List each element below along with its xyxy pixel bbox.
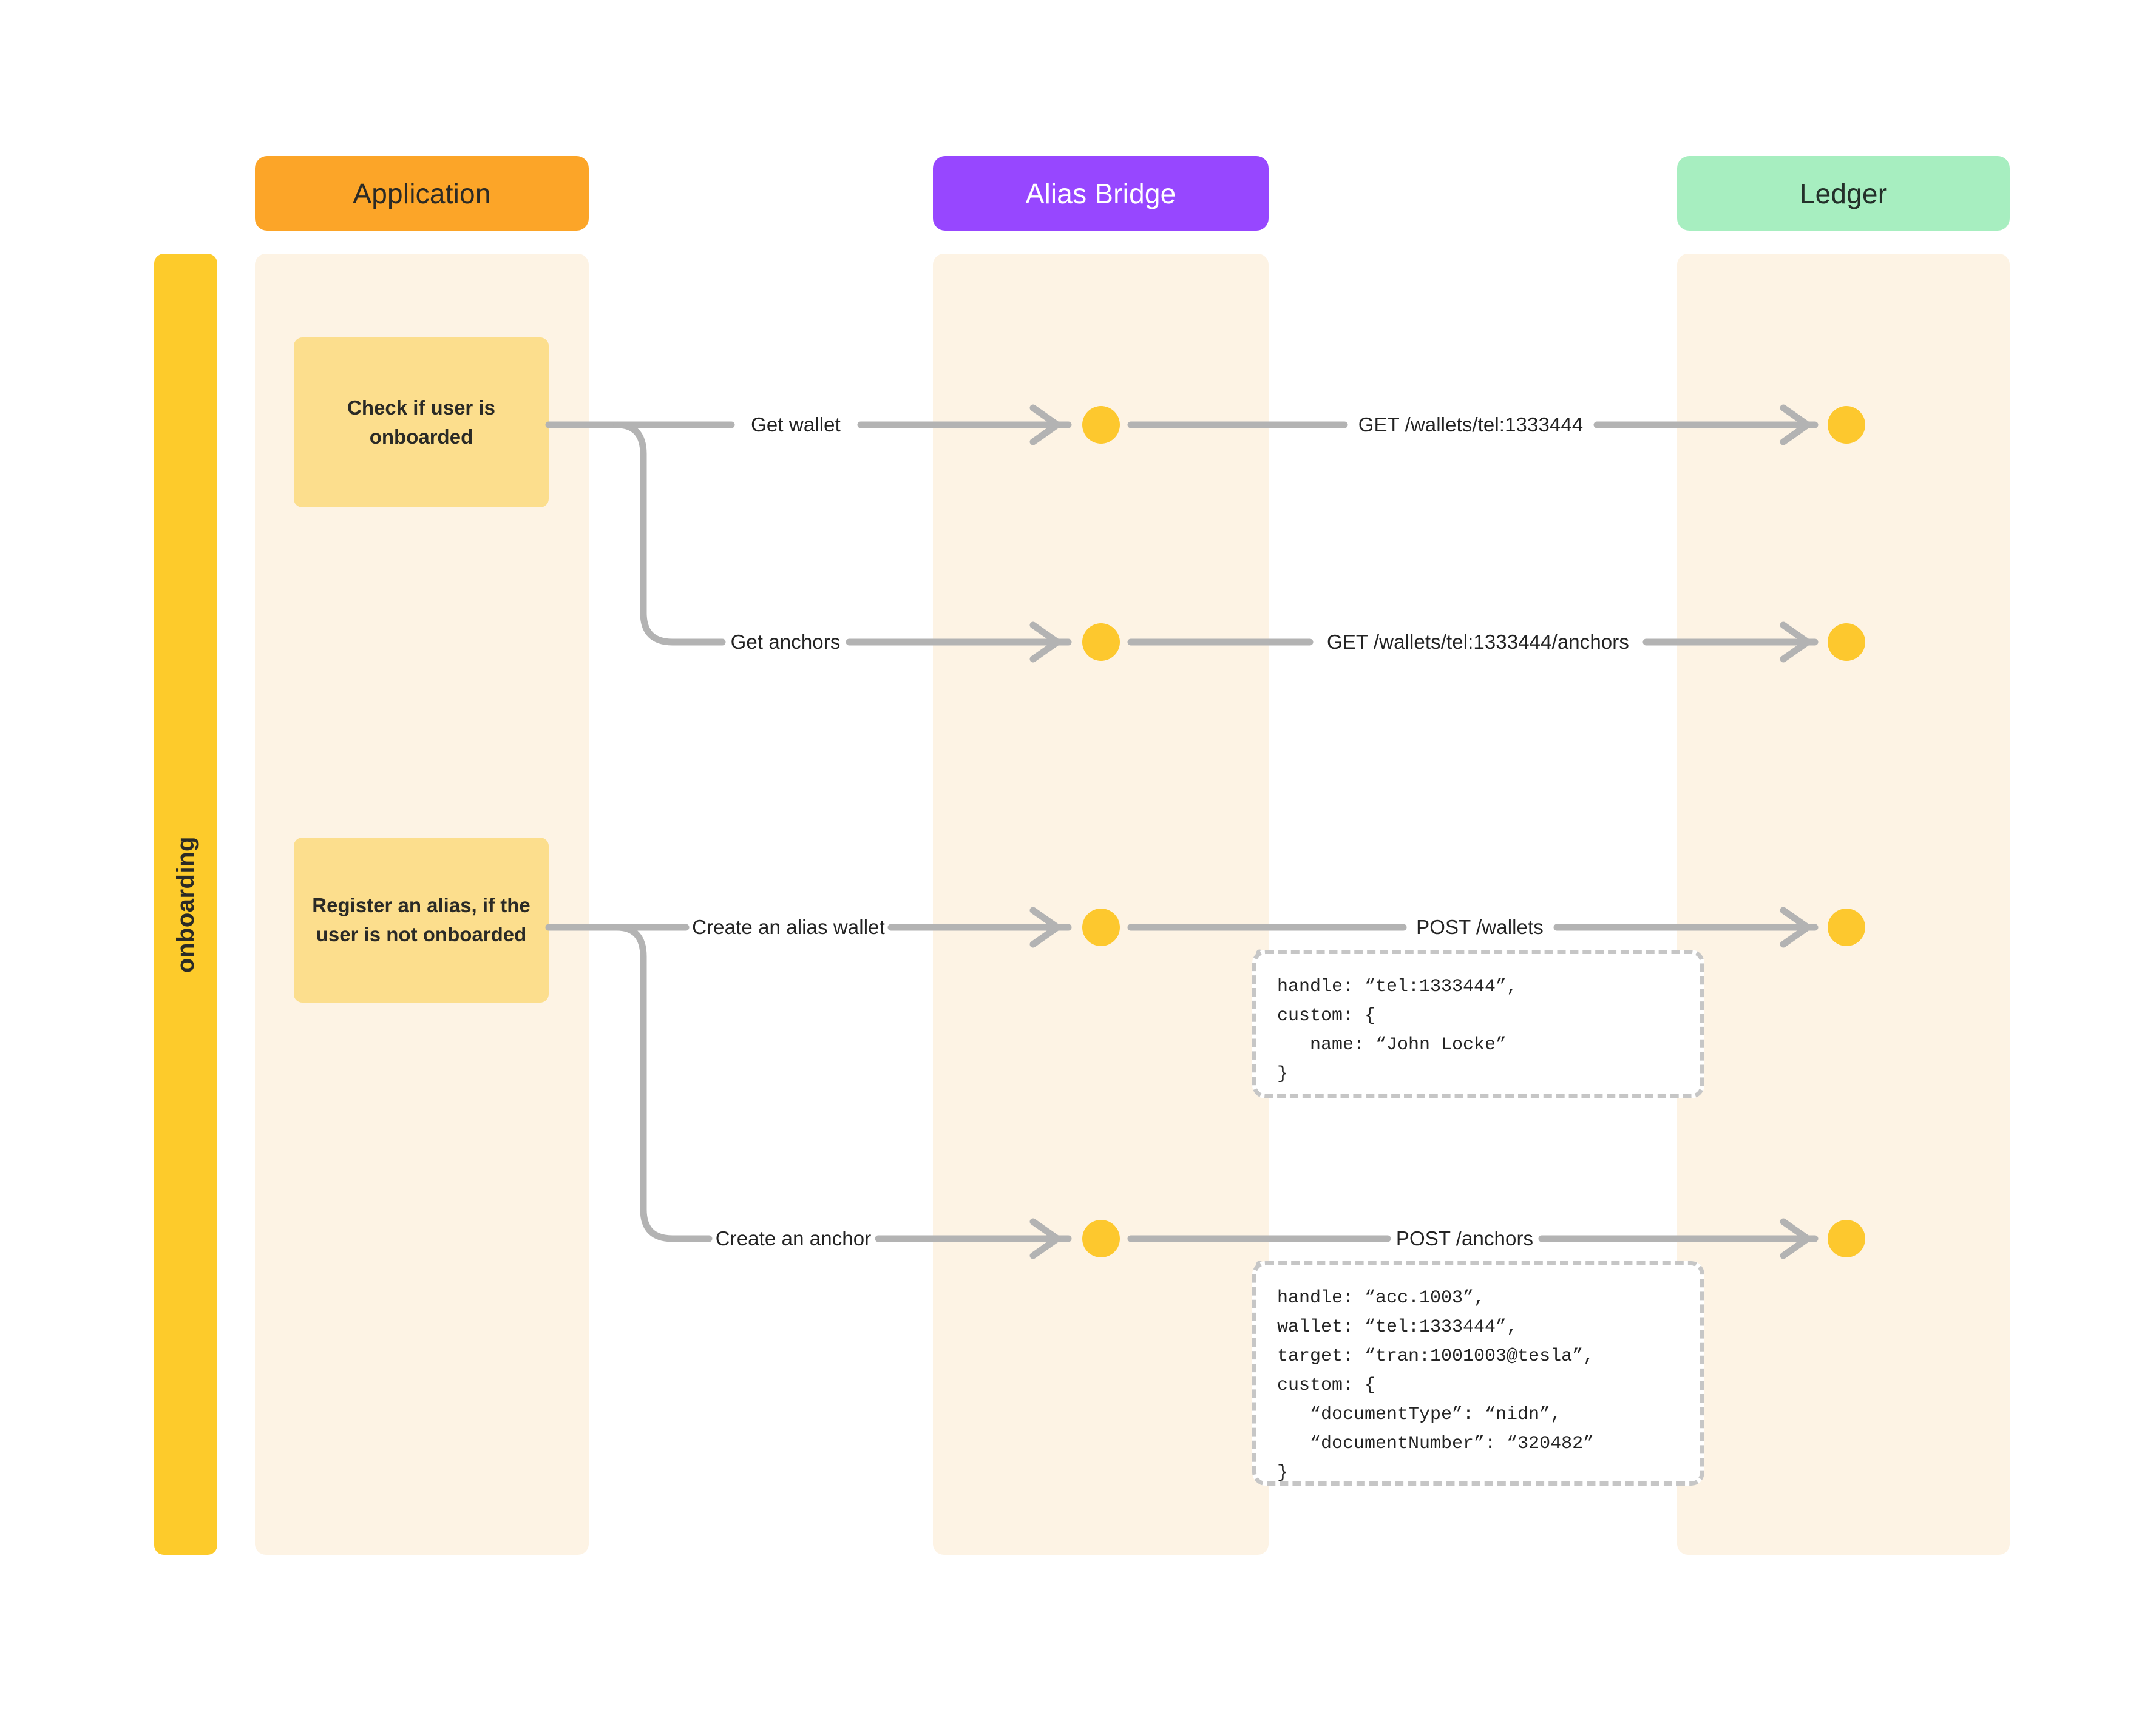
message-label-get-wallet-api[interactable]: GET /wallets/tel:1333444 bbox=[1358, 413, 1584, 436]
group-bar-onboarding[interactable]: onboarding bbox=[154, 254, 217, 1555]
activation-dot-bridge-4 bbox=[1082, 1220, 1120, 1257]
activation-dot-ledger-1 bbox=[1828, 406, 1865, 444]
group-bar-label: onboarding bbox=[172, 836, 199, 973]
message-label-create-anchor-api[interactable]: POST /anchors bbox=[1395, 1227, 1534, 1250]
participant-application[interactable]: Application bbox=[255, 156, 589, 231]
participant-alias-bridge[interactable]: Alias Bridge bbox=[933, 156, 1269, 231]
note-register-alias[interactable]: Register an alias, if the user is not on… bbox=[294, 838, 549, 1003]
lifeline-band-alias-bridge bbox=[933, 254, 1269, 1555]
note-check-if-onboarded[interactable]: Check if user is onboarded bbox=[294, 337, 549, 507]
message-label-get-wallet[interactable]: Get wallet bbox=[751, 413, 841, 436]
message-label-create-alias-wallet[interactable]: Create an alias wallet bbox=[692, 916, 885, 938]
participant-ledger-label: Ledger bbox=[1799, 177, 1888, 209]
message-label-create-alias-wallet-api[interactable]: POST /wallets bbox=[1416, 916, 1544, 938]
activation-dot-ledger-3 bbox=[1828, 909, 1865, 946]
note-register-line-2: user is not onboarded bbox=[316, 923, 527, 946]
activation-dot-bridge-3 bbox=[1082, 909, 1120, 946]
note-register-line-1: Register an alias, if the bbox=[312, 894, 531, 917]
participant-alias-bridge-label: Alias Bridge bbox=[1025, 177, 1176, 209]
payload-code-create-anchor: handle: “acc.1003”, wallet: “tel:1333444… bbox=[1277, 1288, 1595, 1483]
participant-application-label: Application bbox=[353, 177, 491, 209]
activation-dot-bridge-1 bbox=[1082, 406, 1120, 444]
participant-ledger[interactable]: Ledger bbox=[1677, 156, 2010, 231]
message-label-create-anchor[interactable]: Create an anchor bbox=[715, 1227, 872, 1250]
activation-dot-bridge-2 bbox=[1082, 623, 1120, 661]
note-check-line-2: onboarded bbox=[369, 425, 473, 448]
activation-dot-ledger-2 bbox=[1828, 623, 1865, 661]
note-check-line-1: Check if user is bbox=[347, 396, 495, 419]
activation-dot-ledger-4 bbox=[1828, 1220, 1865, 1257]
message-label-get-anchors[interactable]: Get anchors bbox=[730, 631, 841, 653]
lifeline-band-ledger bbox=[1677, 254, 2010, 1555]
message-label-get-anchors-api[interactable]: GET /wallets/tel:1333444/anchors bbox=[1327, 631, 1629, 653]
payload-box-create-wallet[interactable]: handle: “tel:1333444”, custom: { name: “… bbox=[1252, 950, 1704, 1098]
payload-box-create-anchor[interactable]: handle: “acc.1003”, wallet: “tel:1333444… bbox=[1252, 1261, 1704, 1486]
payload-code-create-wallet: handle: “tel:1333444”, custom: { name: “… bbox=[1277, 976, 1518, 1085]
